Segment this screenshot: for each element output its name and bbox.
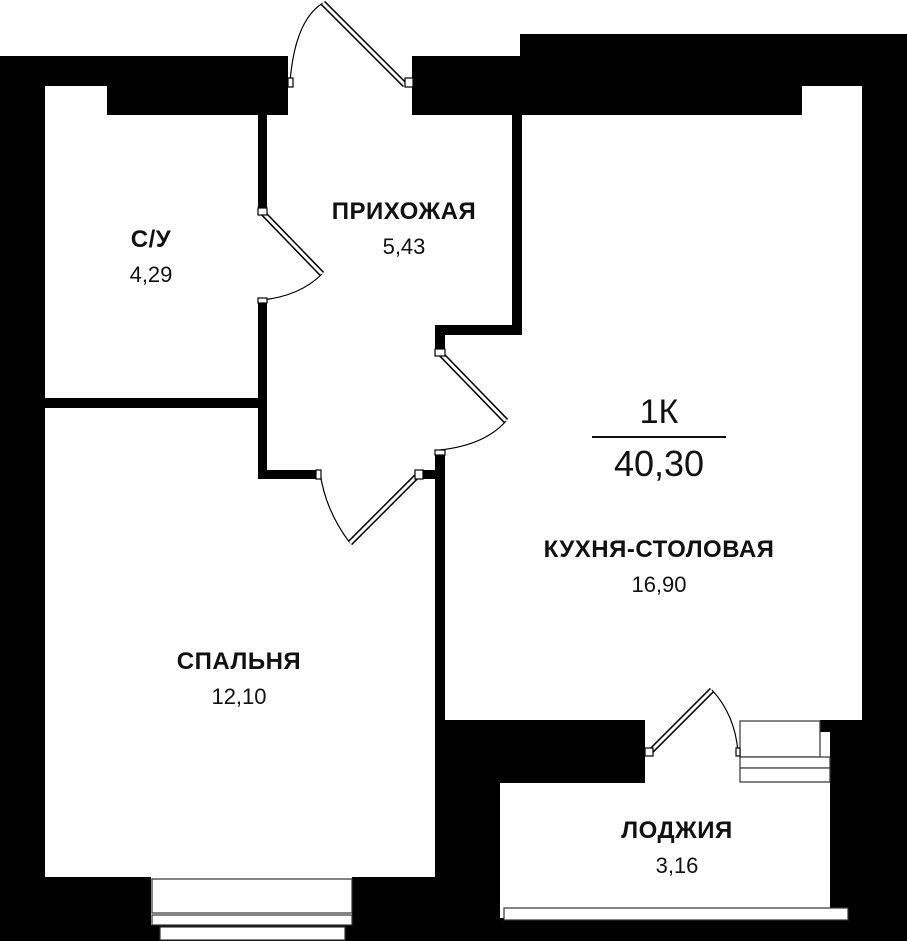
room-label-kitchen-dining: КУХНЯ-СТОЛОВАЯ 16,90 (544, 536, 775, 598)
apartment-summary: 1К 40,30 (592, 392, 726, 484)
room-label-hallway: ПРИХОЖАЯ 5,43 (332, 198, 477, 260)
room-area: 16,90 (631, 572, 687, 597)
divider (592, 436, 726, 438)
walls (0, 34, 907, 941)
room-name: ПРИХОЖАЯ (331, 198, 477, 225)
room-label-loggia: ЛОДЖИЯ 3,16 (621, 817, 732, 879)
room-name: ЛОДЖИЯ (621, 817, 733, 844)
room-label-bathroom: С/У 4,29 (130, 226, 173, 288)
room-area: 3,16 (655, 853, 699, 878)
apartment-type: 1К (639, 393, 679, 431)
room-area: 12,10 (211, 684, 267, 709)
total-area: 40,30 (613, 443, 705, 484)
room-area: 5,43 (382, 234, 426, 259)
room-label-bedroom: СПАЛЬНЯ 12,10 (177, 648, 301, 710)
room-area: 4,29 (129, 262, 173, 287)
windows (151, 86, 862, 941)
room-name: КУХНЯ-СТОЛОВАЯ (543, 536, 775, 563)
doors (257, 0, 741, 757)
room-name: СПАЛЬНЯ (176, 648, 302, 675)
room-name: С/У (130, 226, 172, 253)
